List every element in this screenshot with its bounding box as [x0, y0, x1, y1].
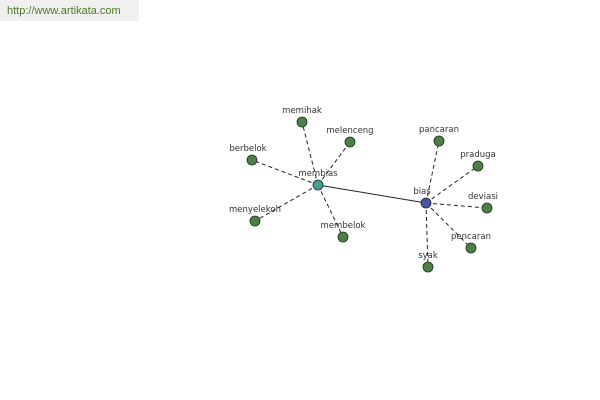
- edge-bias-pancaran: [425, 140, 440, 204]
- edges-layer: [251, 121, 488, 268]
- edge-membias-membelok: [317, 184, 344, 238]
- node-circle-membelok[interactable]: [337, 231, 349, 243]
- edge-bias-pencaran: [425, 202, 472, 249]
- node-membelok[interactable]: membelok: [321, 221, 366, 243]
- node-label-memihak: memihak: [282, 106, 322, 116]
- node-circle-melenceng[interactable]: [344, 136, 356, 148]
- node-circle-praduga[interactable]: [472, 160, 484, 172]
- edge-membias-memihak: [301, 121, 319, 186]
- edge-membias-berbelok: [251, 159, 319, 186]
- edge-membias-melenceng: [317, 141, 351, 186]
- node-circle-bias[interactable]: [420, 197, 432, 209]
- watermark: http://www.artikata.com: [0, 0, 139, 21]
- node-berbelok[interactable]: berbelok: [229, 144, 267, 166]
- node-label-praduga: praduga: [460, 150, 496, 160]
- edge-bias-syak: [425, 202, 429, 268]
- node-deviasi[interactable]: deviasi: [468, 192, 498, 214]
- node-menyelekoh[interactable]: menyelekoh: [229, 205, 281, 227]
- node-membias[interactable]: membias: [298, 169, 338, 191]
- node-label-berbelok: berbelok: [229, 144, 266, 154]
- node-bias[interactable]: bias: [413, 187, 432, 209]
- node-melenceng[interactable]: melenceng: [326, 126, 374, 148]
- node-label-menyelekoh: menyelekoh: [229, 205, 281, 215]
- node-circle-syak[interactable]: [422, 261, 434, 273]
- edge-bias-praduga: [425, 165, 479, 204]
- node-circle-menyelekoh[interactable]: [249, 215, 261, 227]
- node-pencaran[interactable]: pencaran: [451, 232, 491, 254]
- node-circle-pencaran[interactable]: [465, 242, 477, 254]
- node-label-syak: syak: [418, 251, 438, 261]
- node-label-melenceng: melenceng: [326, 126, 373, 136]
- node-circle-berbelok[interactable]: [246, 154, 258, 166]
- node-pancaran[interactable]: pancaran: [419, 125, 459, 147]
- node-label-bias: bias: [413, 187, 431, 197]
- node-praduga[interactable]: praduga: [460, 150, 496, 172]
- node-label-membelok: membelok: [321, 221, 366, 231]
- node-circle-pancaran[interactable]: [433, 135, 445, 147]
- watermark-text: http://www.artikata.com: [7, 4, 121, 17]
- node-memihak[interactable]: memihak: [282, 106, 322, 128]
- node-label-deviasi: deviasi: [468, 192, 498, 202]
- node-circle-deviasi[interactable]: [481, 202, 493, 214]
- nodes-layer: membias bias memihak melenceng berbelok menye…: [229, 106, 498, 273]
- edge-membias-bias: [317, 184, 427, 204]
- node-label-membias: membias: [298, 169, 338, 179]
- node-label-pencaran: pencaran: [451, 232, 491, 242]
- node-label-pancaran: pancaran: [419, 125, 459, 135]
- node-circle-memihak[interactable]: [296, 116, 308, 128]
- node-circle-membias[interactable]: [312, 179, 324, 191]
- edge-bias-deviasi: [425, 202, 488, 209]
- edge-membias-menyelekoh: [254, 184, 319, 222]
- node-syak[interactable]: syak: [418, 251, 438, 273]
